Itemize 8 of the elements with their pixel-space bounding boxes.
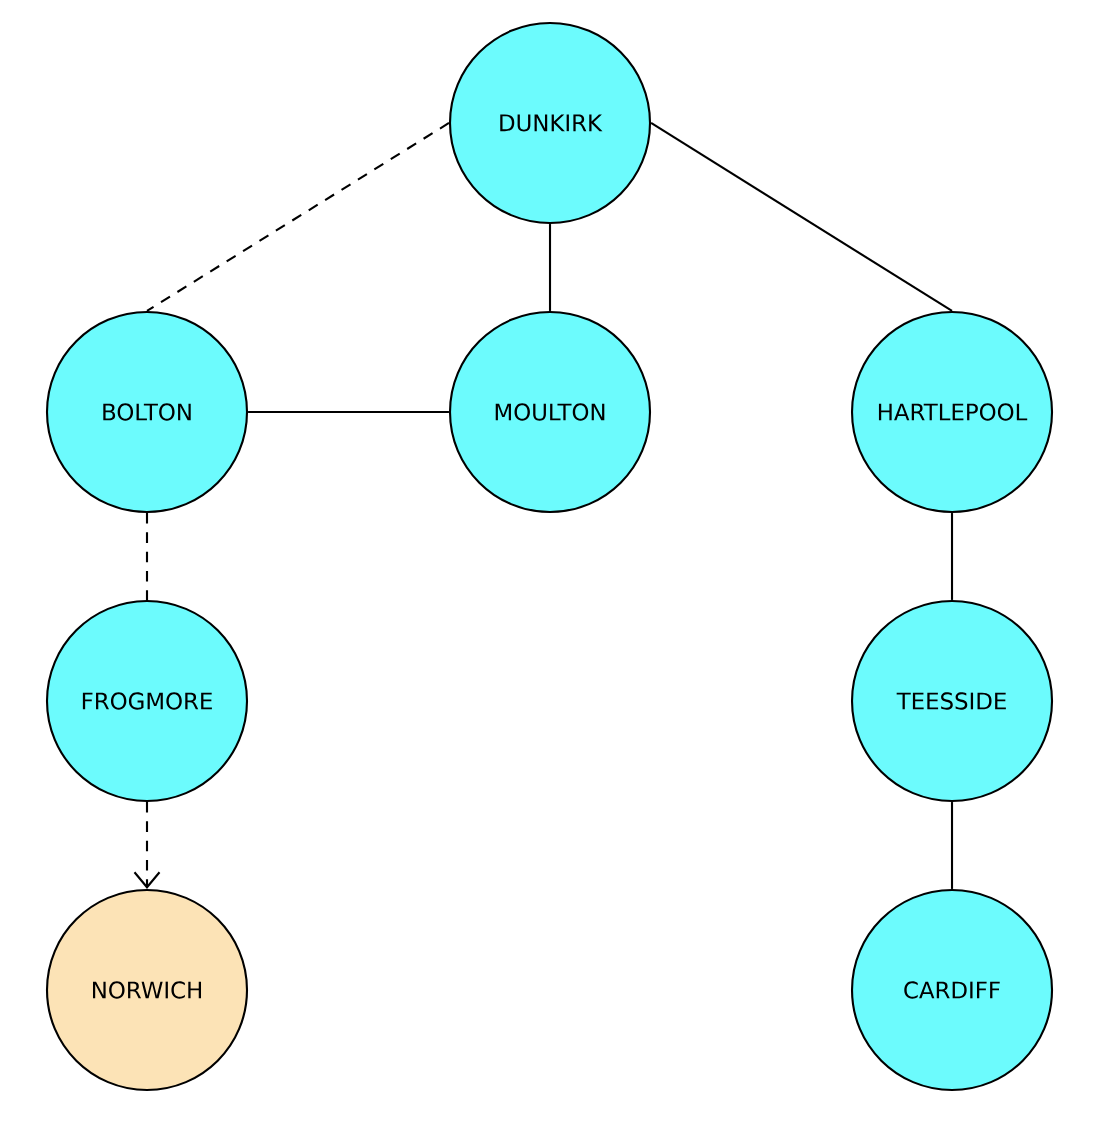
connector-line [950, 802, 954, 889]
connector-line [248, 410, 449, 414]
connector-line [133, 802, 161, 889]
connector-line [950, 513, 954, 600]
connector-line [145, 513, 149, 600]
connector-line [548, 224, 552, 311]
connector-line [650, 122, 953, 312]
connector-line [146, 122, 450, 312]
